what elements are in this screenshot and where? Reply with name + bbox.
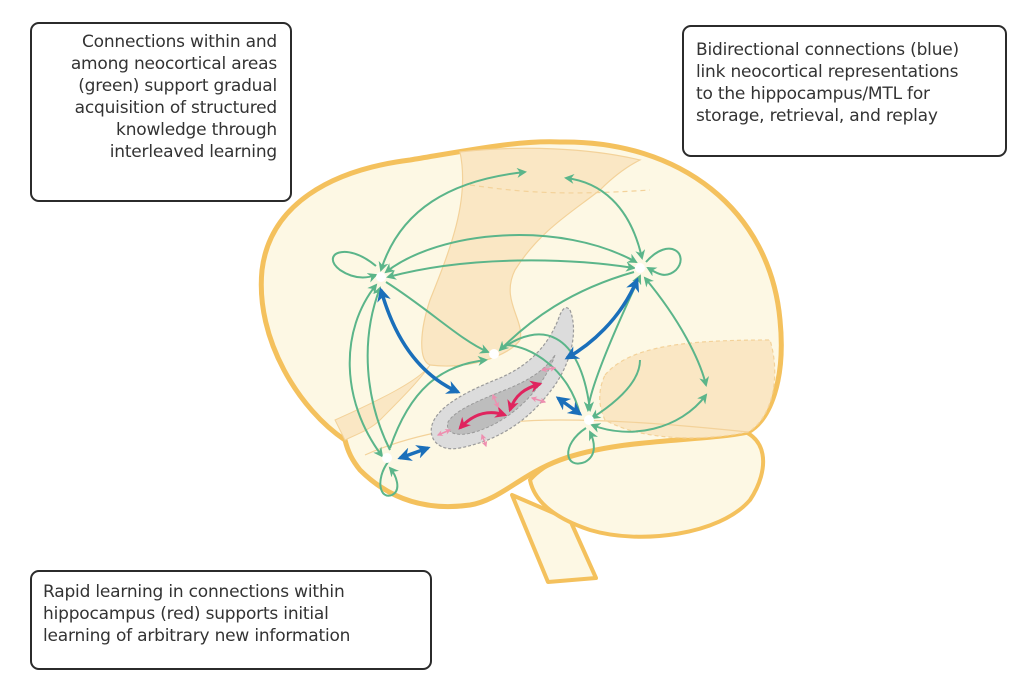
green-connection (564, 173, 646, 260)
nodes (376, 263, 645, 463)
blue-connection (377, 287, 461, 394)
callout-line: (green) support gradual (78, 76, 277, 96)
pink-connection (492, 393, 499, 409)
hippocampal-connections (377, 277, 640, 461)
node-frontal (376, 272, 386, 282)
callout-line: Bidirectional connections (blue) (696, 40, 959, 60)
red-connection (458, 406, 508, 430)
blue-connection (564, 277, 640, 360)
node-temporal-anterior (382, 453, 392, 463)
node-temporal-posterior (584, 415, 594, 425)
callout-line: interleaved learning (109, 142, 277, 162)
node-central (489, 349, 499, 359)
callout-bidirectional-connections: Bidirectional connections (blue) link ne… (682, 25, 1007, 157)
green-connection (378, 167, 527, 272)
callout-line: to the hippocampus/MTL for (696, 84, 930, 104)
green-connection (386, 259, 636, 280)
pink-connection (436, 429, 452, 436)
blue-connection (397, 445, 431, 461)
pink-connection (480, 433, 488, 448)
within-hippocampus-connections (436, 365, 557, 448)
green-connection (643, 276, 709, 387)
green-connection (590, 393, 708, 433)
callout-line: link neocortical representations (696, 62, 959, 82)
blue-connection (555, 396, 583, 416)
red-connection (507, 380, 543, 413)
green-connection (366, 286, 391, 451)
node-parietal (635, 263, 645, 273)
callout-line: Rapid learning in connections within (43, 582, 345, 602)
callout-hippocampal-learning: Rapid learning in connections within hip… (30, 570, 432, 670)
callout-line: learning of arbitrary new information (43, 626, 351, 646)
callout-neocortical-connections: Connections within and among neocortical… (30, 22, 292, 202)
green-connection (384, 234, 638, 274)
callout-line: among neocortical areas (70, 54, 277, 74)
green-connection (645, 247, 682, 277)
callout-line: knowledge through (116, 120, 277, 140)
green-connection (332, 250, 378, 283)
callout-line: acquisition of structured (74, 98, 278, 118)
callout-line: Connections within and (81, 32, 277, 52)
pink-connection (540, 365, 557, 373)
green-connection (499, 333, 594, 412)
green-connection (590, 359, 641, 420)
green-connection (567, 427, 599, 465)
callout-line: hippocampus (red) supports initial (43, 604, 329, 624)
pink-connection (530, 396, 547, 404)
region-dashed-top (469, 184, 651, 194)
green-connection (379, 461, 400, 497)
green-connection (348, 283, 384, 458)
callout-line: storage, retrieval, and replay (696, 106, 938, 126)
